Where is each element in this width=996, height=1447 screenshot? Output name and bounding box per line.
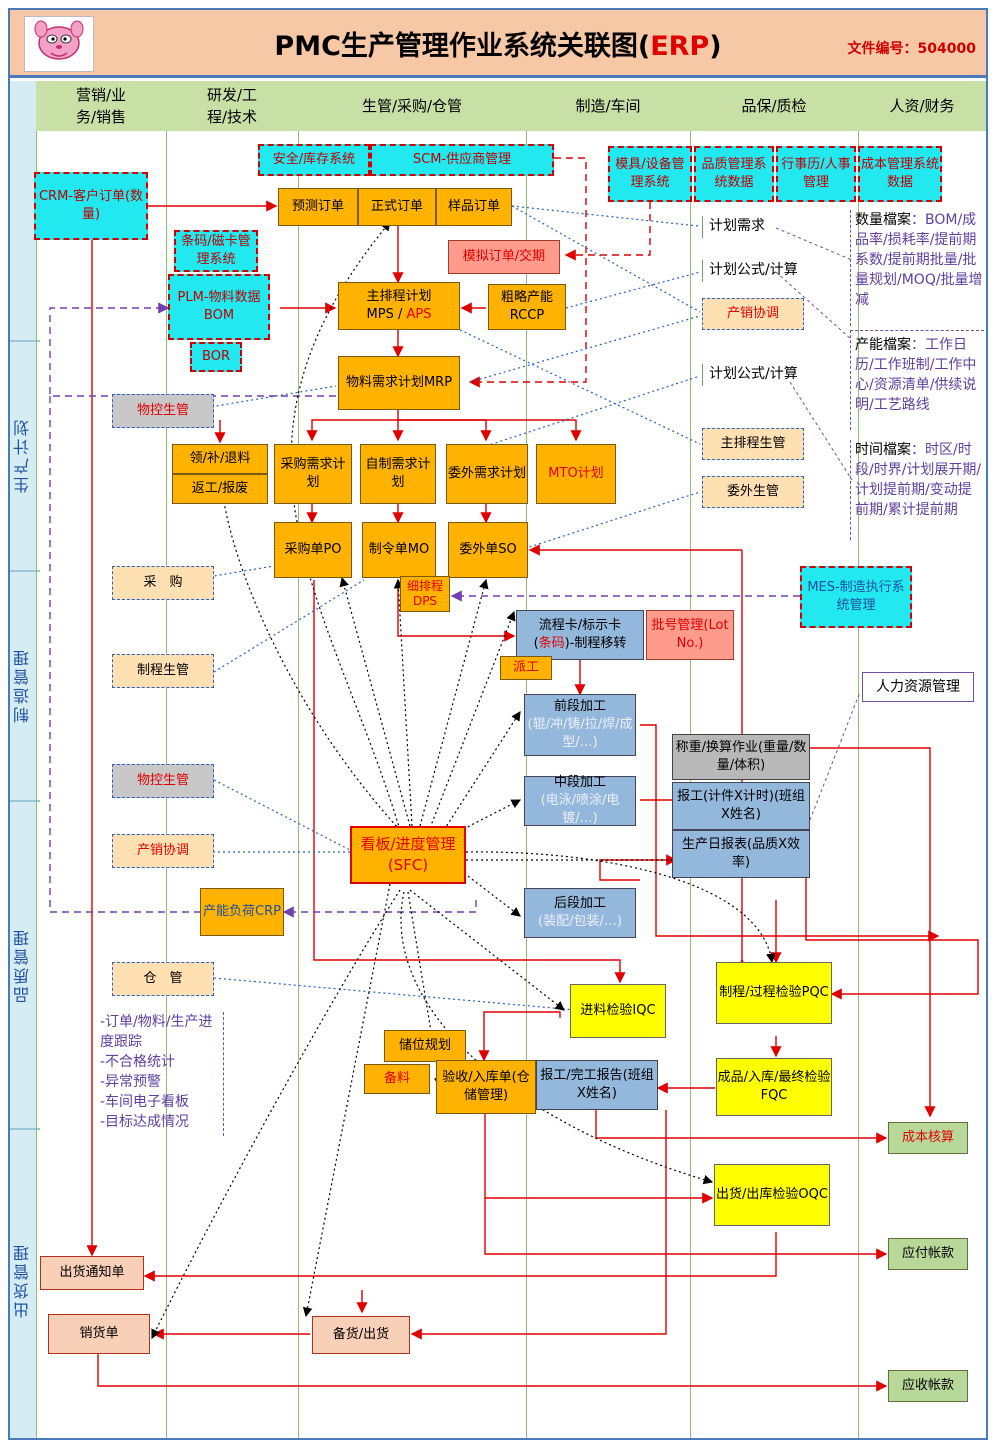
sales-coordination-node-1: 产销协调 <box>702 298 804 330</box>
weighing-node: 称重/换算作业(重量/数量/体积) <box>672 734 810 780</box>
plan-formula-label-1: 计划公式/计算 <box>702 260 825 282</box>
flow-card-node: 流程卡/标示卡(条码)-制程移转 <box>516 610 644 660</box>
work-report-node: 报工(计件X计时)(班组X姓名) <box>672 782 810 830</box>
pqc-node: 制程/过程检验PQC <box>716 962 832 1024</box>
mes-node: MES-制造执行系统管理 <box>800 566 912 628</box>
purchase-order-node: 采购单PO <box>274 522 352 578</box>
dps-node: 细排程DPS <box>400 576 450 612</box>
section-divider <box>10 340 40 342</box>
mto-plan-node: MTO计划 <box>536 444 616 504</box>
purchase-req-node: 采购需求计划 <box>274 444 352 504</box>
subcontract-control-node: 委外生管 <box>702 476 804 508</box>
section-divider <box>10 1128 40 1130</box>
process-control-node: 制程生管 <box>112 654 214 688</box>
daily-report-node: 生产日报表(品质X效率) <box>672 830 810 878</box>
back-processing-node: 后段加工(装配/包装/…) <box>524 888 636 938</box>
cost-system-node: 成本管理系统数据 <box>858 146 942 202</box>
kanban-sfc-node: 看板/进度管理(SFC) <box>350 826 466 884</box>
outsourcing-req-node: 委外需求计划 <box>446 444 528 504</box>
column-manufacturing: 制造/车间 <box>575 97 641 115</box>
receive-return-node: 领/补/退料 <box>172 444 268 474</box>
material-control-node-1: 物控生管 <box>112 394 214 428</box>
crp-node: 产能负荷CRP <box>200 888 284 936</box>
sales-invoice-node: 销货单 <box>48 1314 150 1354</box>
rccp-node: 粗略产能RCCP <box>488 284 566 330</box>
section-divider <box>10 800 40 802</box>
dispatch-node: 派工 <box>500 656 552 680</box>
time-file-note: 时间檔案：时区/时段/时界/计划展开期/计划提前期/变动提前期/累计提前期 <box>850 440 984 540</box>
title-bar: PMC生产管理作业系统关联图(ERP) 文件编号：504000 <box>10 10 986 78</box>
warehouse-node: 仓 管 <box>112 962 214 996</box>
plm-bom-node: PLM-物料数据BOM <box>168 274 270 340</box>
receiving-node: 验收/入库单(仓储管理) <box>436 1060 536 1114</box>
selfmade-req-node: 自制需求计划 <box>360 444 436 504</box>
lane-divider <box>298 131 299 1438</box>
oqc-node: 出货/出库检验OQC <box>714 1164 830 1226</box>
column-production-control: 生管/采购/仓管 <box>361 97 463 115</box>
manufacturing-order-node: 制令单MO <box>362 522 436 578</box>
shipping-notice-node: 出货通知单 <box>40 1256 144 1290</box>
plan-demand-label: 计划需求 <box>702 216 783 238</box>
iqc-node: 进料检验IQC <box>570 984 666 1038</box>
pink-panther-logo <box>24 16 94 72</box>
document-number: 文件编号：504000 <box>847 41 976 57</box>
lane-divider <box>858 131 859 1438</box>
lot-management-node: 批号管理(Lot No.) <box>646 610 734 660</box>
storage-planning-node: 储位规划 <box>384 1030 466 1062</box>
picking-shipping-node: 备货/出货 <box>312 1316 410 1354</box>
bor-node: BOR <box>190 342 242 372</box>
hr-resource-note: 人力资源管理 <box>862 672 974 702</box>
column-quality: 品保/质检 <box>741 97 807 115</box>
main-schedule-control-node: 主排程生管 <box>702 428 804 460</box>
material-control-node-2: 物控生管 <box>112 764 214 798</box>
completion-report-node: 报工/完工报告(班组X姓名) <box>536 1060 658 1110</box>
material-prep-node: 备料 <box>364 1064 430 1094</box>
section-divider <box>10 570 40 572</box>
mrp-node: 物料需求计划MRP <box>338 356 460 410</box>
front-processing-node: 前段加工(辊/冲/铸/拉/焊/成型/…) <box>524 694 636 756</box>
safety-stock-node: 安全/库存系统 <box>258 144 370 176</box>
purchasing-node: 采 购 <box>112 566 214 600</box>
sales-coordination-node-2: 产销协调 <box>112 834 214 868</box>
barcode-system-node: 条码/磁卡管理系统 <box>174 230 258 272</box>
sample-order-node: 样品订单 <box>436 188 512 226</box>
page-title: PMC生产管理作业系统关联图(ERP) <box>274 31 722 62</box>
accounts-receivable-node: 应收帐款 <box>888 1370 968 1402</box>
tracking-notes: -订单/物料/生产进度跟踪 -不合格统计 -异常预警 -车间电子看板 -目标达成… <box>100 1012 224 1136</box>
crm-order-node: CRM-客户订单(数量) <box>34 172 148 240</box>
rework-scrap-node: 返工/报废 <box>172 474 268 504</box>
subcontract-order-node: 委外单SO <box>448 522 528 578</box>
lane-divider <box>36 131 37 1438</box>
capacity-file-note: 产能檔案：工作日历/工作班制/工作中心/资源清单/供续说明/工艺路线 <box>850 330 984 430</box>
plan-formula-label-2: 计划公式/计算 <box>702 364 825 386</box>
fqc-node: 成品/入库/最终检验 FQC <box>716 1058 832 1116</box>
scm-node: SCM-供应商管理 <box>370 144 554 176</box>
forecast-order-node: 预测订单 <box>278 188 358 226</box>
column-rd: 研发/工程/技术 <box>206 86 258 126</box>
quality-system-node: 品质管理系统数据 <box>694 146 774 202</box>
mold-equipment-node: 模具/设备管理系统 <box>608 146 692 202</box>
hr-calendar-node: 行事历/人事管理 <box>776 146 856 202</box>
quantity-file-note: 数量檔案：BOM/成品率/损耗率/提前期系数/提前期批量/批量规划/MOQ/批量… <box>850 210 984 326</box>
simulated-order-node: 模拟订单/交期 <box>448 240 560 274</box>
mid-processing-node: 中段加工(电泳/喷涂/电镀/…) <box>524 775 636 826</box>
column-sales: 营销/业务/销售 <box>75 86 127 126</box>
formal-order-node: 正式订单 <box>358 188 436 226</box>
cost-accounting-node: 成本核算 <box>888 1122 968 1154</box>
column-hr-finance: 人资/财务 <box>889 97 955 115</box>
column-header: 营销/业务/销售 研发/工程/技术 生管/采购/仓管 制造/车间 品保/质检 人… <box>36 81 986 131</box>
accounts-payable-node: 应付帐款 <box>888 1238 968 1270</box>
